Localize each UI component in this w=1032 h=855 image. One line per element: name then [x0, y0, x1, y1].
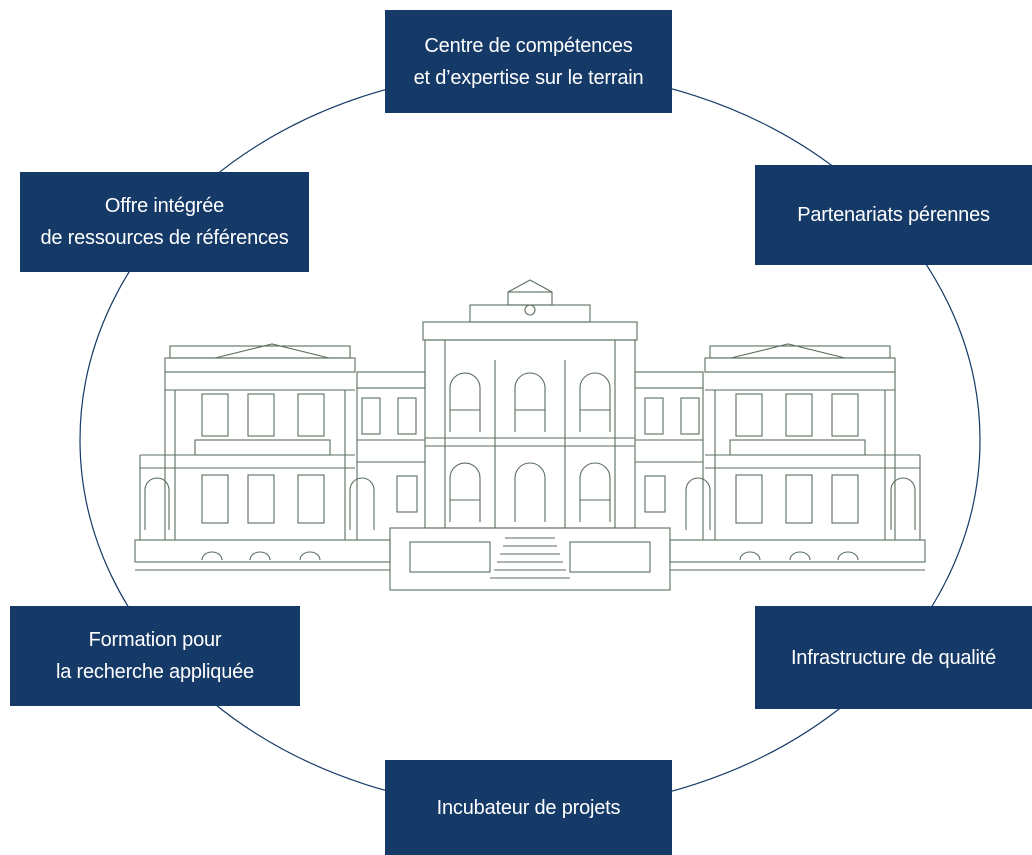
- node-bottom-incubateur: Incubateur de projets: [385, 760, 672, 855]
- node-top-competences: Centre de compétences et d’expertise sur…: [385, 10, 672, 113]
- node-bottom-left-formation: Formation pour la recherche appliquée: [10, 606, 300, 706]
- node-top-right-line1: Partenariats pérennes: [797, 204, 990, 226]
- node-top-line2: et d’expertise sur le terrain: [413, 66, 644, 89]
- node-top-right-partenariats: Partenariats pérennes: [755, 165, 1032, 265]
- node-bottom-left-line2: la recherche appliquée: [56, 661, 254, 683]
- node-bottom-right-infrastructure: Infrastructure de qualité: [755, 606, 1032, 709]
- node-top-line1: Centre de compétences: [424, 34, 633, 57]
- node-bottom-line1: Incubateur de projets: [436, 796, 621, 819]
- node-bottom-left-line1: Formation pour: [88, 629, 222, 651]
- node-top-left-line1: Offre intégrée: [104, 195, 225, 217]
- node-top-left-line2: de ressources de références: [40, 227, 289, 249]
- node-top-left-offre: Offre intégrée de ressources de référenc…: [20, 172, 309, 272]
- building-illustration-icon: [134, 279, 926, 591]
- node-bottom-right-line1: Infrastructure de qualité: [790, 646, 997, 669]
